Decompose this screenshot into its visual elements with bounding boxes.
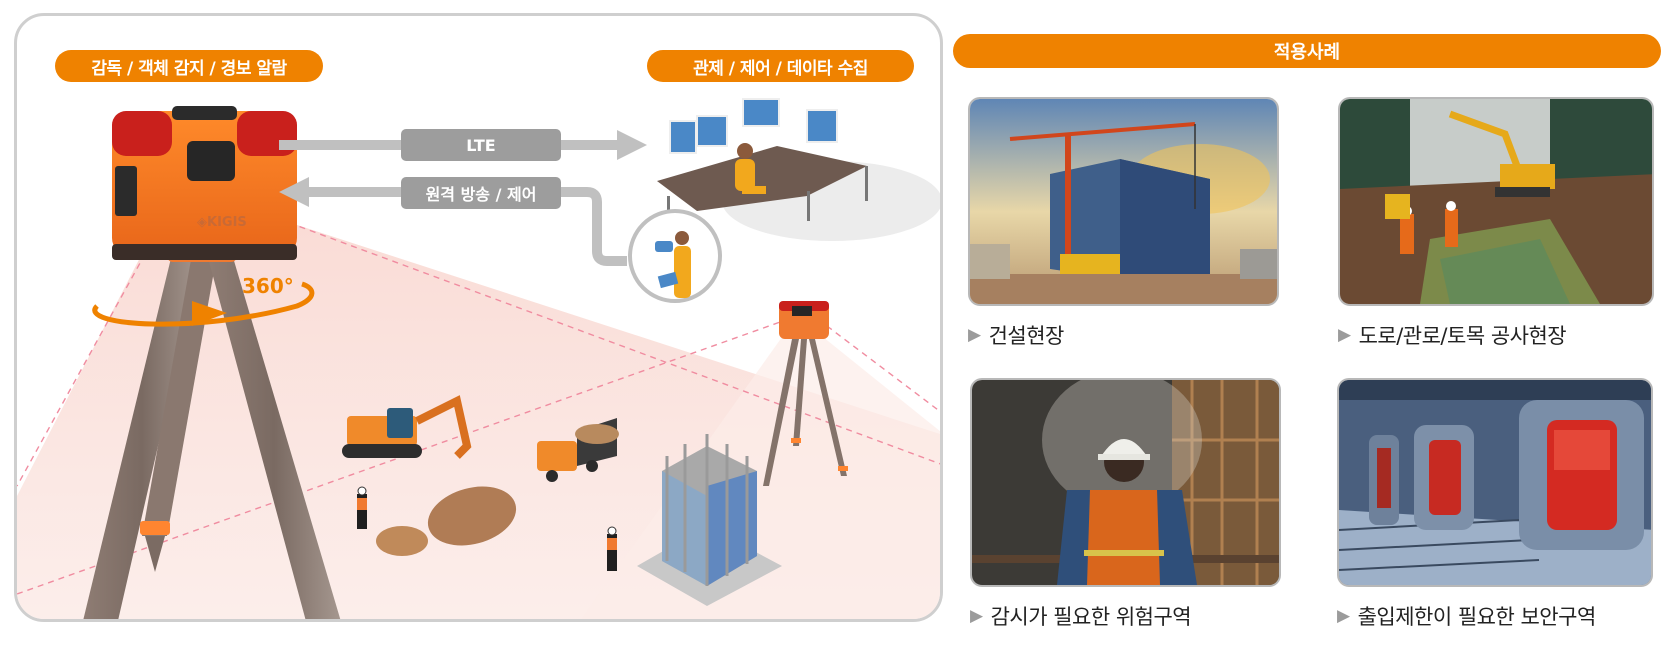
worker-icon	[357, 486, 617, 571]
bullet-triangle-icon: ▶	[1338, 325, 1351, 345]
bullet-triangle-icon: ▶	[970, 606, 983, 626]
worker-hazard-zone-image	[970, 378, 1281, 587]
system-diagram-panel: ◈KIGIS	[14, 13, 943, 622]
excavation-road-works-image	[1338, 97, 1654, 306]
use-case-label: 출입제한이 필요한 보안구역	[1357, 605, 1597, 629]
dump-truck-icon	[537, 418, 619, 482]
broadcast-operator-icon	[628, 209, 722, 303]
bullet-triangle-icon: ▶	[968, 325, 981, 345]
use-case-construction-site: ▶ 건설현장	[968, 97, 1279, 350]
svg-text:◈KIGIS: ◈KIGIS	[197, 215, 247, 230]
use-case-security-zone: ▶ 출입제한이 필요한 보안구역	[1337, 378, 1653, 631]
use-case-label: 건설현장	[988, 324, 1065, 348]
use-case-label: 감시가 필요한 위험구역	[990, 605, 1192, 629]
rotation-360-label: 360°	[242, 274, 294, 298]
excavator-icon	[342, 395, 472, 459]
bullet-triangle-icon: ▶	[1337, 606, 1350, 626]
lte-link-label: LTE	[401, 129, 561, 161]
monitoring-detection-alarm-badge: 감독 / 객체 감지 / 경보 알람	[55, 50, 323, 82]
use-case-hazard-zone: ▶ 감시가 필요한 위험구역	[970, 378, 1281, 631]
restricted-security-corridor-image	[1337, 378, 1653, 587]
construction-site-image	[968, 97, 1279, 306]
use-cases-title: 적용사례	[953, 34, 1661, 68]
remote-broadcast-control-label: 원격 방송 / 제어	[401, 177, 561, 209]
kigis-sensor-device-icon: ◈KIGIS	[112, 106, 297, 260]
control-data-collection-badge: 관제 / 제어 / 데이타 수집	[647, 50, 914, 82]
use-case-road-civil-works: ▶ 도로/관로/토목 공사현장	[1338, 97, 1654, 350]
dirt-pile-icon	[376, 486, 517, 556]
system-scene: ◈KIGIS	[17, 98, 940, 619]
rotation-arrow-icon	[92, 281, 315, 327]
control-room-icon	[657, 98, 940, 241]
use-case-label: 도로/관로/토목 공사현장	[1358, 324, 1567, 348]
remote-sensor-device-icon	[763, 301, 848, 486]
building-under-construction-icon	[637, 434, 782, 606]
